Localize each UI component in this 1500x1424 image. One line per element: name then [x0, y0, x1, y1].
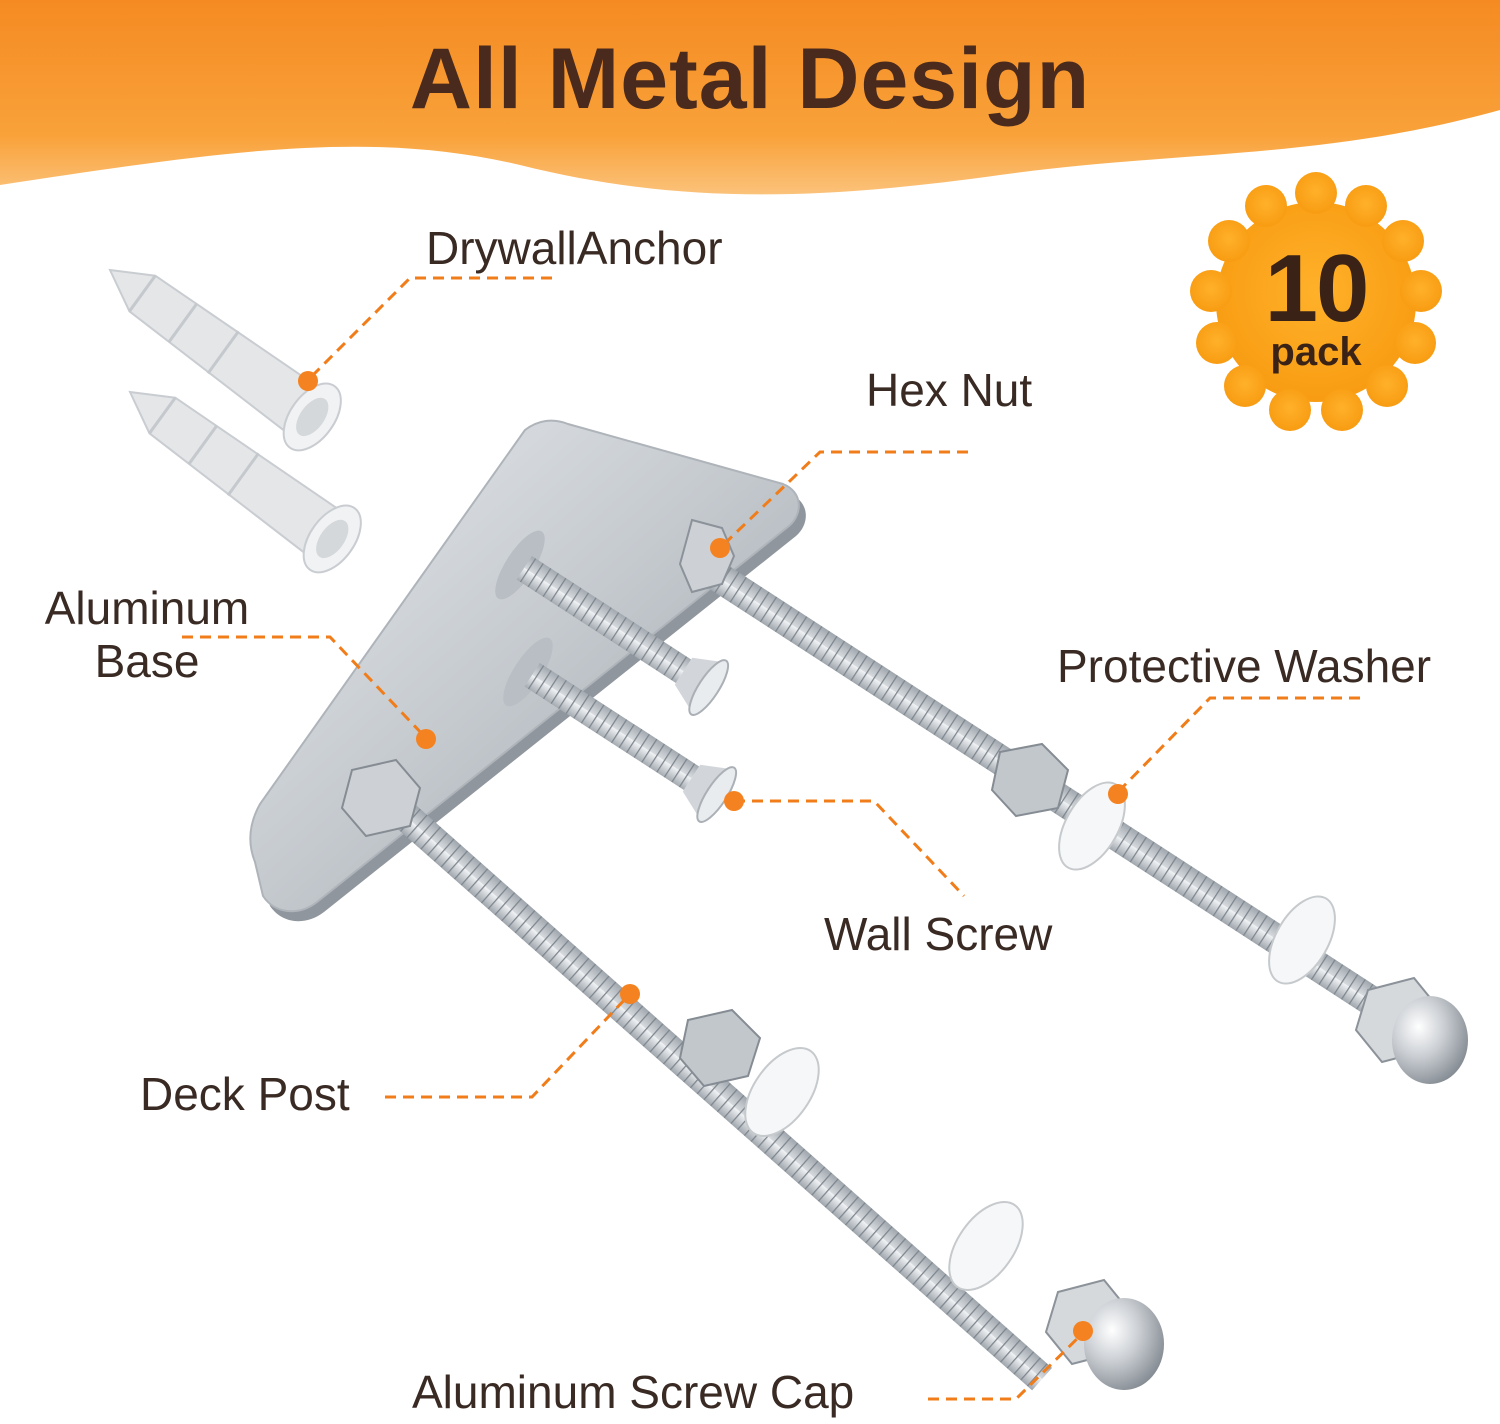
hex-nut-icon	[340, 518, 1070, 1088]
cap-nut-icon	[1044, 976, 1468, 1390]
pack-badge-icon	[1190, 172, 1442, 431]
callout-dots	[298, 371, 1128, 1341]
label-deck-post: Deck Post	[140, 1068, 350, 1120]
label-protective-washer: Protective Washer	[1057, 640, 1432, 692]
badge-unit: pack	[1270, 330, 1362, 374]
label-aluminum-base-line2: Base	[94, 634, 200, 687]
badge-count: 10	[1264, 235, 1370, 342]
label-aluminum-screw-cap: Aluminum Screw Cap	[412, 1366, 855, 1418]
header-banner	[0, 0, 1500, 195]
page-title: All Metal Design	[409, 31, 1091, 127]
label-aluminum-base-line1: Aluminum	[44, 582, 250, 634]
label-hex-nut: Hex Nut	[866, 364, 1033, 416]
threaded-rod-icon	[691, 552, 1447, 1057]
wall-screw-icon	[495, 530, 738, 823]
threaded-rod-icon	[373, 784, 1053, 1391]
label-drywall-anchor: DrywallAnchor	[426, 222, 723, 274]
label-aluminum-base: Aluminum Base	[22, 582, 272, 688]
washer-icon	[744, 781, 1336, 1291]
leader-lines	[182, 276, 1360, 1401]
label-wall-screw: Wall Screw	[824, 908, 1053, 960]
drywall-anchor-icon	[108, 268, 362, 574]
